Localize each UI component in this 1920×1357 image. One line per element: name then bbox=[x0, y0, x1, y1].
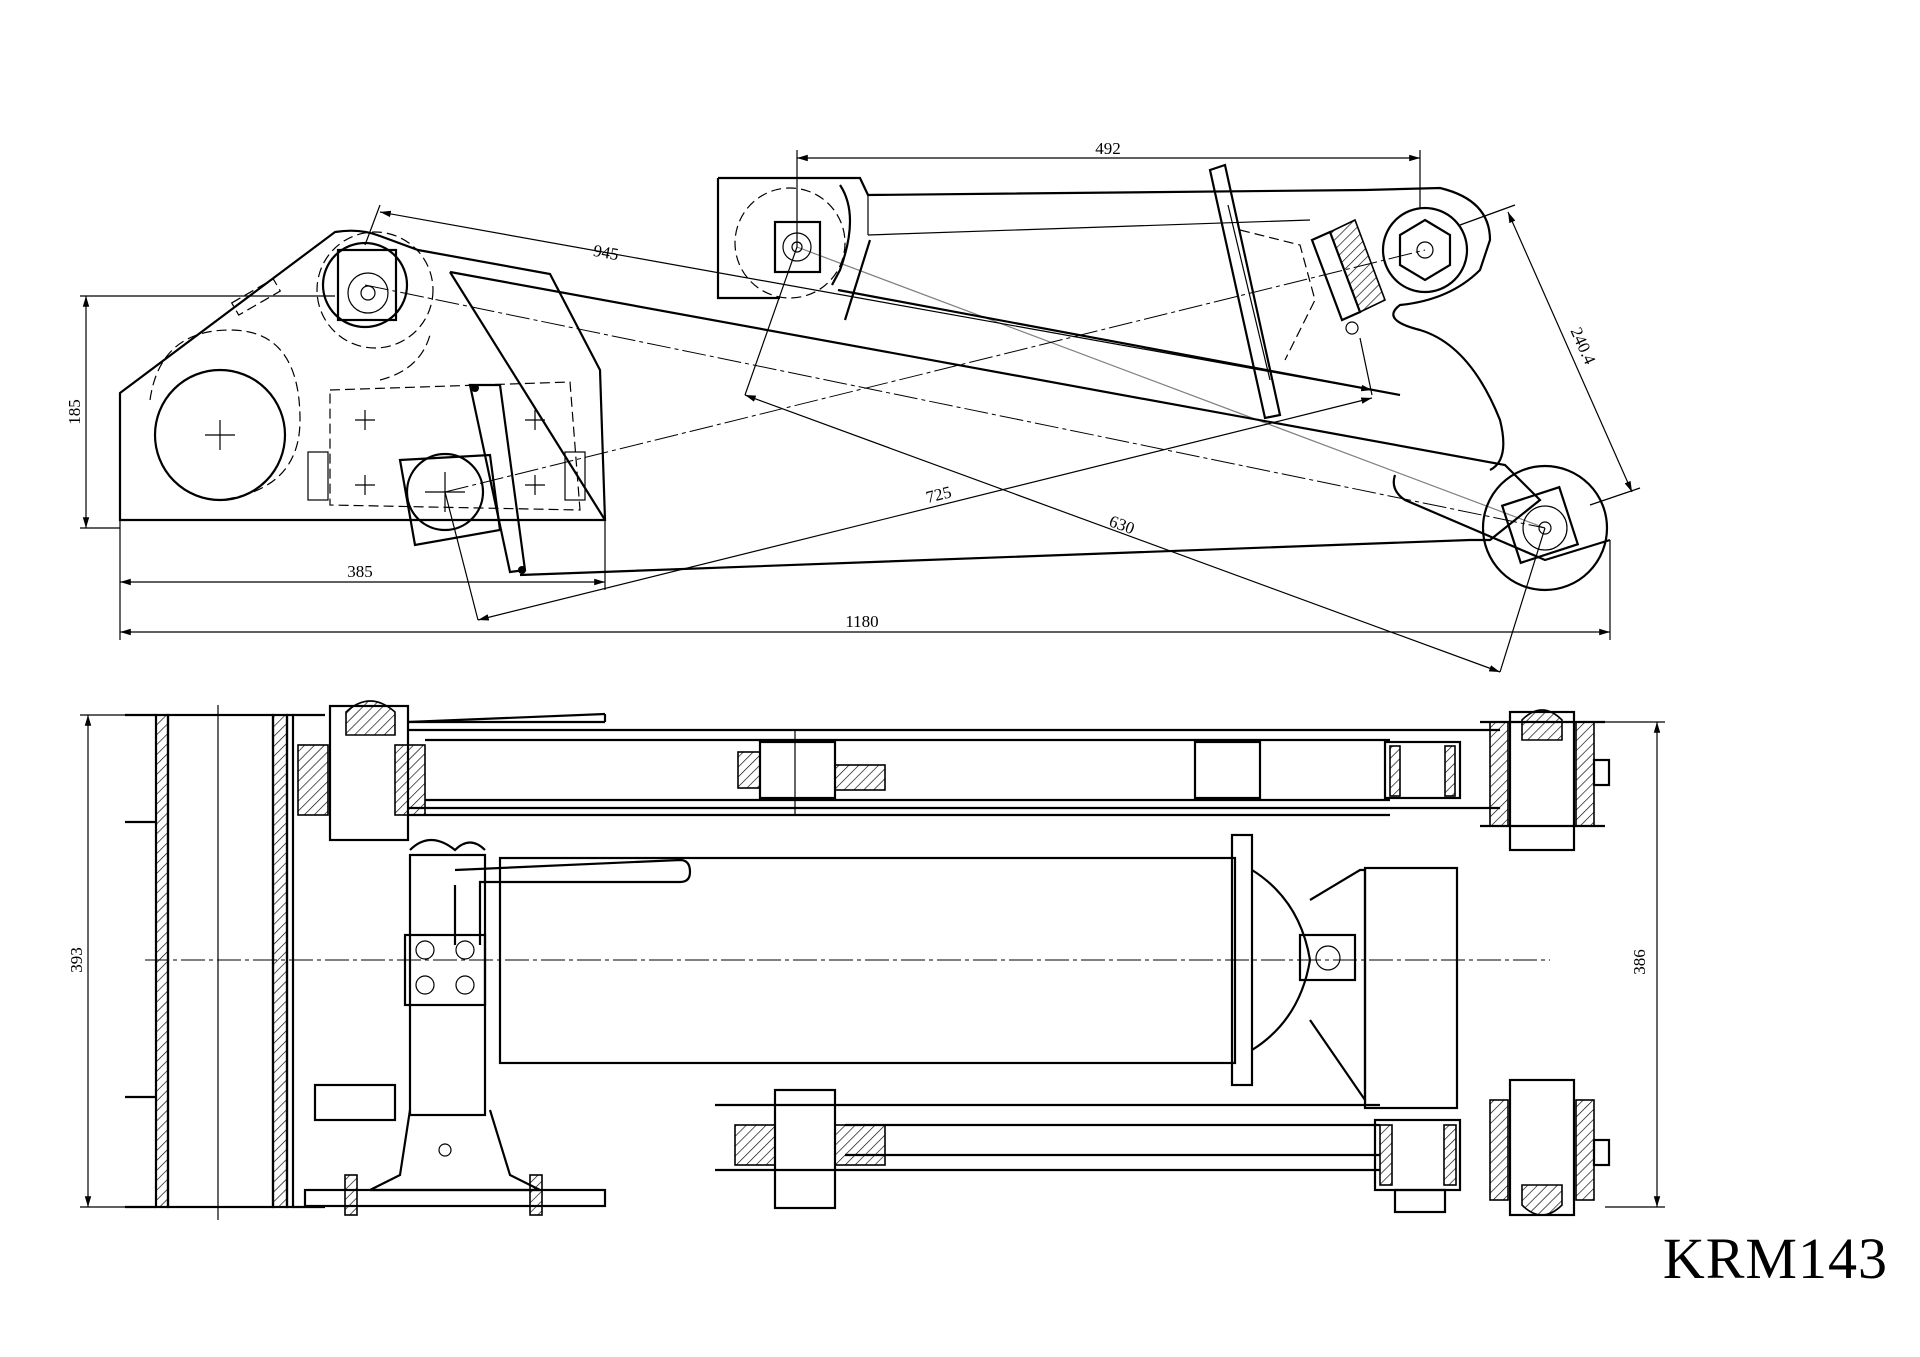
spring-clamp bbox=[1310, 218, 1387, 335]
side-view: 492 945 185 240.4 725 bbox=[65, 139, 1641, 673]
dim-630: 630 bbox=[744, 246, 1546, 673]
dim-386: 386 bbox=[1605, 721, 1665, 1208]
svg-text:630: 630 bbox=[1107, 512, 1137, 539]
svg-text:185: 185 bbox=[65, 399, 84, 425]
upper-arm bbox=[718, 176, 1505, 471]
upper-arm-top bbox=[297, 700, 1500, 842]
dim-945: 945 bbox=[364, 204, 1373, 392]
lower-link bbox=[449, 270, 1542, 577]
dim-393: 393 bbox=[67, 714, 125, 1208]
drawing-title: KRM143 bbox=[1663, 1226, 1888, 1291]
svg-text:492: 492 bbox=[1095, 139, 1121, 158]
dim-492: 492 bbox=[796, 139, 1421, 247]
dim-385: 385 bbox=[119, 520, 606, 640]
svg-text:393: 393 bbox=[67, 947, 86, 973]
lower-arm-top bbox=[715, 1078, 1611, 1217]
base-bracket bbox=[118, 229, 607, 522]
svg-text:385: 385 bbox=[347, 562, 373, 581]
right-upper-pin-top bbox=[1480, 709, 1611, 852]
dim-725: 725 bbox=[444, 337, 1373, 621]
dim-185: 185 bbox=[65, 295, 335, 529]
svg-text:386: 386 bbox=[1630, 949, 1649, 975]
upper-right-pivot bbox=[1381, 206, 1469, 294]
svg-text:945: 945 bbox=[592, 241, 620, 264]
svg-text:1180: 1180 bbox=[845, 612, 878, 631]
base-large-bore bbox=[153, 368, 287, 502]
base-bracket-inner bbox=[329, 381, 581, 511]
dim-1180: 1180 bbox=[120, 540, 1611, 640]
base-plate bbox=[125, 705, 325, 1220]
svg-text:240.4: 240.4 bbox=[1567, 324, 1600, 367]
top-view: 393 386 bbox=[67, 700, 1665, 1220]
